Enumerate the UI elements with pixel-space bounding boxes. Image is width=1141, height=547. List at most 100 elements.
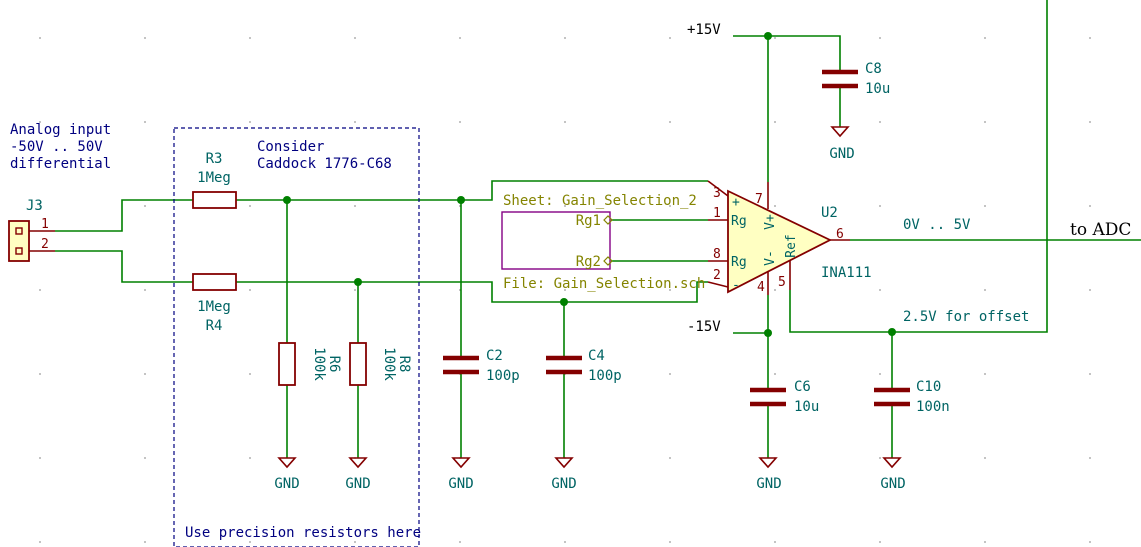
sheet-gain-selection[interactable]: Sheet: Gain_Selection_2 File: Gain_Selec… — [501, 193, 705, 292]
gnd-symbol: GND — [551, 457, 577, 492]
pin-name-rg2: Rg — [731, 255, 747, 270]
resistor-r3[interactable]: R3 1Meg — [192, 151, 237, 209]
pin-name-rg1: Rg — [731, 214, 747, 229]
sheet-pin-rg2: Rg2 — [576, 254, 601, 270]
grid-dot — [984, 373, 986, 375]
connector-ref: J3 — [26, 198, 43, 214]
sheet-file: File: Gain_Selection.sch — [503, 276, 705, 292]
grid-dot — [564, 289, 566, 291]
ground-icon — [451, 457, 471, 469]
pin-name-ref: Ref — [784, 234, 799, 257]
grid-dot — [39, 205, 41, 207]
wires — [55, 0, 1141, 458]
grid-dot — [669, 541, 671, 543]
c8-ref: C8 — [865, 61, 882, 77]
gnd-symbol: GND — [274, 457, 300, 492]
capacitor-c6[interactable]: C6 10u — [750, 379, 819, 415]
grid-dot — [249, 121, 251, 123]
pin-num-3: 3 — [713, 186, 721, 201]
grid-dot — [249, 541, 251, 543]
r6-value: 100k — [311, 347, 327, 381]
wire-minus-rail — [236, 281, 708, 303]
junction — [283, 196, 291, 204]
c6-ref: C6 — [794, 379, 811, 395]
grid-dot — [459, 541, 461, 543]
r3-value: 1Meg — [197, 170, 231, 186]
grid-dot — [39, 121, 41, 123]
junction — [354, 278, 362, 286]
wire-pos15 — [733, 35, 841, 71]
grid-dots — [39, 37, 1091, 543]
grid-dot — [1089, 205, 1091, 207]
consider-note-line2: Caddock 1776-C68 — [257, 156, 392, 172]
input-note-line2: -50V .. 50V — [10, 139, 103, 155]
pin-name-vpos: V+ — [763, 214, 778, 230]
to-adc-label: to ADC — [1070, 220, 1131, 240]
resistor-r4[interactable]: 1Meg R4 — [192, 273, 237, 334]
gnd-label: GND — [551, 476, 576, 492]
grid-dot — [459, 121, 461, 123]
resistor-r8[interactable]: 100k R8 — [349, 342, 412, 386]
grid-dot — [1089, 541, 1091, 543]
pin-num-7: 7 — [755, 192, 763, 207]
pin-name-plus: + — [732, 195, 740, 210]
junction — [560, 298, 568, 306]
grid-dot — [669, 289, 671, 291]
r3-ref: R3 — [206, 151, 223, 167]
grid-dot — [879, 541, 881, 543]
pin-name-minus: - — [732, 278, 740, 293]
pin-num-4: 4 — [757, 280, 765, 295]
grid-dot — [1089, 457, 1091, 459]
grid-dot — [564, 121, 566, 123]
connector-j3[interactable]: J3 1 2 — [8, 198, 55, 262]
grid-dot — [39, 289, 41, 291]
grid-dot — [564, 205, 566, 207]
r4-value: 1Meg — [197, 299, 231, 315]
sheet-pin-rg1: Rg1 — [576, 213, 601, 229]
pin-lead — [707, 180, 729, 197]
junction — [764, 329, 772, 337]
precision-region-box — [173, 127, 420, 547]
capacitor-c10[interactable]: C10 100n — [874, 379, 950, 415]
grid-dot — [984, 205, 986, 207]
ground-icon — [277, 457, 297, 469]
c8-value: 10u — [865, 81, 890, 97]
junctions — [283, 32, 896, 337]
sheet-name: Sheet: Gain_Selection_2 — [503, 193, 697, 209]
grid-dot — [774, 373, 776, 375]
grid-dot — [144, 37, 146, 39]
pin-name-vneg: V- — [763, 250, 778, 266]
pin-num-6: 6 — [836, 227, 844, 242]
amp-value: INA111 — [821, 265, 872, 281]
grid-dot — [249, 457, 251, 459]
r4-ref: R4 — [206, 318, 223, 334]
resistor-r6[interactable]: 100k R6 — [278, 342, 342, 386]
power-label-pos15: +15V — [687, 22, 721, 38]
capacitor-c8[interactable]: C8 10u — [822, 61, 890, 97]
grid-dot — [1089, 121, 1091, 123]
grid-dot — [774, 205, 776, 207]
grid-dot — [39, 373, 41, 375]
instrumentation-amplifier-u2[interactable]: 3 1 8 2 7 4 5 6 + Rg Rg - V+ V- Ref U2 I… — [707, 180, 872, 295]
junction — [888, 328, 896, 336]
grid-dot — [249, 205, 251, 207]
power-label-neg15: -15V — [687, 319, 721, 335]
resistor-body — [278, 342, 296, 386]
gnd-label: GND — [448, 476, 473, 492]
grid-dot — [984, 37, 986, 39]
capacitor-c4[interactable]: C4 100p — [546, 348, 622, 384]
grid-dot — [354, 37, 356, 39]
input-note-line1: Analog input — [10, 122, 111, 138]
gnd-label: GND — [345, 476, 370, 492]
capacitor-c2[interactable]: C2 100p — [443, 348, 520, 384]
pin-num-1: 1 — [713, 206, 721, 221]
grid-dot — [879, 37, 881, 39]
amp-ref: U2 — [821, 205, 838, 221]
gnd-symbol: GND — [756, 457, 782, 492]
grid-dot — [774, 541, 776, 543]
grid-dot — [144, 289, 146, 291]
wire-offset — [789, 0, 1048, 333]
ground-icon — [348, 457, 368, 469]
gnd-label: GND — [829, 146, 854, 162]
